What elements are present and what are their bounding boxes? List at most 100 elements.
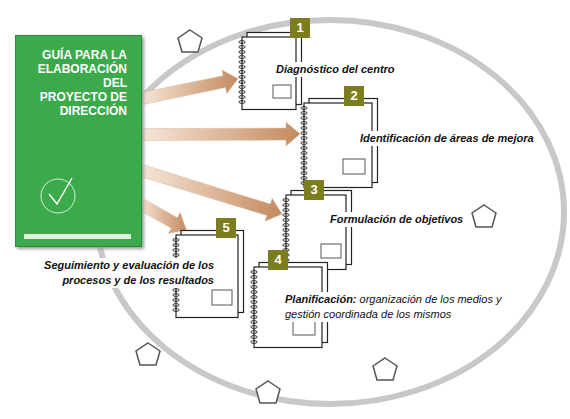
spiral-ring	[239, 91, 245, 94]
spiral-ring	[283, 209, 289, 212]
spiral-ring	[301, 167, 307, 170]
callout-number: 1	[290, 18, 310, 38]
spiral-ring	[301, 117, 307, 120]
pentagon	[136, 343, 160, 365]
spiral-ring	[239, 96, 245, 99]
step-notebook: 3Formulación de objetivos	[282, 190, 352, 270]
spiral-ring	[251, 281, 257, 284]
step-title: Planificación:	[285, 293, 357, 305]
notebook-frame	[293, 320, 315, 335]
step-title: Identificación de áreas de mejora	[360, 132, 534, 144]
spiral-ring	[283, 219, 289, 222]
spiral-ring	[301, 137, 307, 140]
spiral-ring	[239, 61, 245, 64]
callout-number: 4	[268, 250, 288, 270]
notebook-frame	[212, 290, 232, 305]
check-mark	[49, 178, 72, 204]
step-title: Seguimiento y evaluación de los procesos…	[44, 259, 214, 286]
book-title: GUÍA PARA LA ELABORACIÓN DEL PROYECTO DE…	[36, 48, 127, 118]
step-label: Planificación: organización de los medio…	[283, 292, 519, 322]
callout-number: 5	[216, 218, 236, 238]
spiral-ring	[301, 177, 307, 180]
spiral-ring	[301, 152, 307, 155]
pentagon	[373, 358, 397, 380]
spiral-ring	[251, 341, 257, 344]
spiral-ring	[301, 162, 307, 165]
notebook-sheet	[286, 195, 346, 270]
spiral-ring	[251, 271, 257, 274]
spiral-ring	[251, 326, 257, 329]
notebook-frame	[273, 85, 291, 98]
step-title: Formulación de objetivos	[330, 213, 463, 225]
spiral-ring	[251, 331, 257, 334]
spiral-ring	[239, 86, 245, 89]
step-label: Formulación de objetivos	[328, 212, 465, 227]
step-notebook: 2Identificación de áreas de mejora	[300, 98, 378, 188]
spiral-ring	[239, 81, 245, 84]
spiral-ring	[251, 306, 257, 309]
spiral-ring	[251, 301, 257, 304]
cycle-ellipse	[96, 20, 564, 404]
spiral-ring	[251, 316, 257, 319]
spiral-ring	[251, 276, 257, 279]
pentagon	[178, 30, 202, 52]
step-label: Identificación de áreas de mejora	[358, 131, 536, 146]
notebook-art	[282, 190, 352, 270]
spiral-ring	[301, 112, 307, 115]
pentagon	[256, 381, 280, 403]
step-title: Diagnóstico del centro	[276, 63, 395, 75]
notebook-frame	[343, 159, 365, 174]
spiral-ring	[301, 122, 307, 125]
spiral-ring	[239, 46, 245, 49]
block-arrow	[141, 70, 238, 105]
spiral-ring	[239, 101, 245, 104]
spiral-ring	[283, 204, 289, 207]
pentagon	[472, 205, 496, 227]
spiral-ring	[173, 244, 179, 247]
step-notebook: 1Diagnóstico del centro	[238, 32, 302, 110]
spiral-ring	[283, 234, 289, 237]
check-circle	[41, 179, 75, 213]
spiral-ring	[173, 289, 179, 292]
step-notebook: 5Seguimiento y evaluación de los proceso…	[172, 230, 244, 318]
spiral-ring	[239, 41, 245, 44]
spiral-ring	[283, 229, 289, 232]
spiral-ring	[301, 147, 307, 150]
spiral-ring	[283, 214, 289, 217]
spiral-ring	[239, 71, 245, 74]
spiral-ring	[251, 286, 257, 289]
ring-pentagons	[136, 30, 496, 403]
block-arrow	[139, 199, 186, 233]
spiral-ring	[173, 254, 179, 257]
spiral-ring	[301, 157, 307, 160]
spiral-ring	[301, 127, 307, 130]
book-bar	[24, 234, 131, 239]
spiral-ring	[301, 132, 307, 135]
spiral-ring	[173, 299, 179, 302]
spiral-ring	[239, 76, 245, 79]
callout-number: 3	[304, 180, 324, 200]
spiral-ring	[301, 107, 307, 110]
spiral-ring	[283, 239, 289, 242]
notebook-frame	[321, 244, 341, 258]
spiral-ring	[301, 142, 307, 145]
spiral-ring	[251, 291, 257, 294]
block-arrow	[142, 122, 300, 146]
spiral-ring	[173, 239, 179, 242]
callout-number: 2	[344, 86, 364, 106]
spiral-ring	[239, 66, 245, 69]
spiral-ring	[251, 311, 257, 314]
spiral-ring	[173, 304, 179, 307]
spiral-ring	[251, 296, 257, 299]
spiral-ring	[173, 249, 179, 252]
spiral-ring	[283, 224, 289, 227]
step-label: Seguimiento y evaluación de los procesos…	[26, 258, 216, 288]
spiral-ring	[239, 56, 245, 59]
spiral-ring	[283, 244, 289, 247]
spiral-ring	[239, 51, 245, 54]
spiral-ring	[173, 309, 179, 312]
spiral-ring	[251, 321, 257, 324]
spiral-ring	[173, 294, 179, 297]
guide-book: GUÍA PARA LA ELABORACIÓN DEL PROYECTO DE…	[15, 35, 142, 247]
